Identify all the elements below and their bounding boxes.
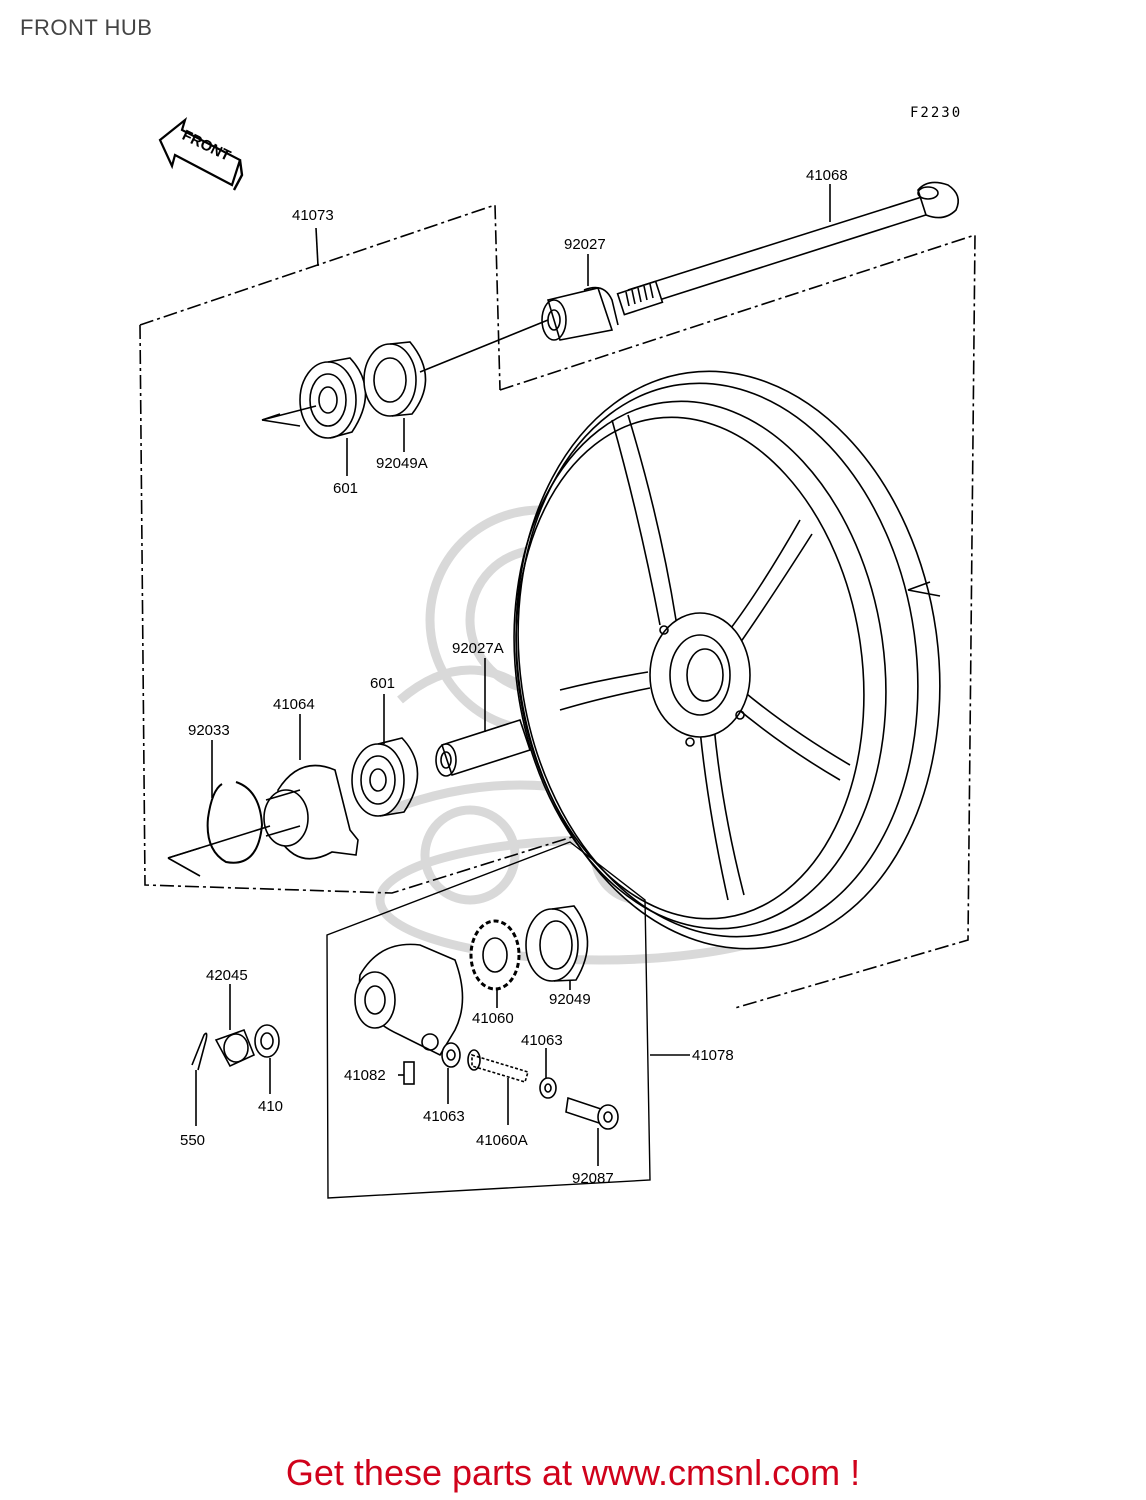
label-41060: 41060: [472, 1010, 514, 1027]
bearing-601-top: [299, 357, 367, 439]
diagram-reference: F2230: [910, 105, 962, 121]
label-41064: 41064: [273, 696, 315, 713]
label-41063-left: 41063: [423, 1108, 465, 1125]
label-41073: 41073: [292, 207, 334, 224]
promo-link[interactable]: Get these parts at www.cmsnl.com !: [285, 1452, 861, 1493]
snap-ring-92033: [206, 781, 264, 864]
front-arrow-icon: [158, 116, 244, 191]
label-92049A: 92049A: [376, 455, 428, 472]
label-601-top: 601: [333, 480, 358, 497]
label-42045: 42045: [206, 967, 248, 984]
seal-92049: [525, 905, 589, 982]
drive-plate-41064: [263, 764, 359, 860]
label-92087: 92087: [572, 1170, 614, 1187]
label-41082: 41082: [344, 1067, 386, 1084]
nut-42045: [214, 1028, 256, 1068]
seal-92049A: [363, 341, 427, 417]
axle: [616, 181, 959, 316]
speedo-gear-housing: [354, 943, 464, 1057]
collar-92027: [541, 286, 619, 341]
label-92027A: 92027A: [452, 640, 504, 657]
washer-41063-left: [441, 1042, 461, 1068]
pinion-41060A: [467, 1049, 529, 1083]
washer-41063-right: [539, 1077, 557, 1099]
gear-41060: [469, 919, 521, 991]
label-601-mid: 601: [370, 675, 395, 692]
pin-41082: [403, 1061, 415, 1085]
label-92033: 92033: [188, 722, 230, 739]
page-title: FRONT HUB: [20, 15, 153, 40]
label-550: 550: [180, 1132, 205, 1149]
bushing-92087: [565, 1096, 619, 1130]
box-41073: [139, 203, 901, 894]
spacer-92027A: [435, 718, 532, 777]
label-92049: 92049: [549, 991, 591, 1008]
label-410: 410: [258, 1098, 283, 1115]
label-41060A: 41060A: [476, 1132, 528, 1149]
label-92027: 92027: [564, 236, 606, 253]
cotter-pin-550: [191, 1032, 208, 1071]
label-41068: 41068: [806, 167, 848, 184]
label-41078: 41078: [692, 1047, 734, 1064]
box-41078: [326, 841, 651, 1199]
washer-410: [254, 1024, 280, 1058]
front-wheel: [513, 370, 941, 950]
label-41063-right: 41063: [521, 1032, 563, 1049]
bearing-601-mid: [351, 737, 419, 817]
